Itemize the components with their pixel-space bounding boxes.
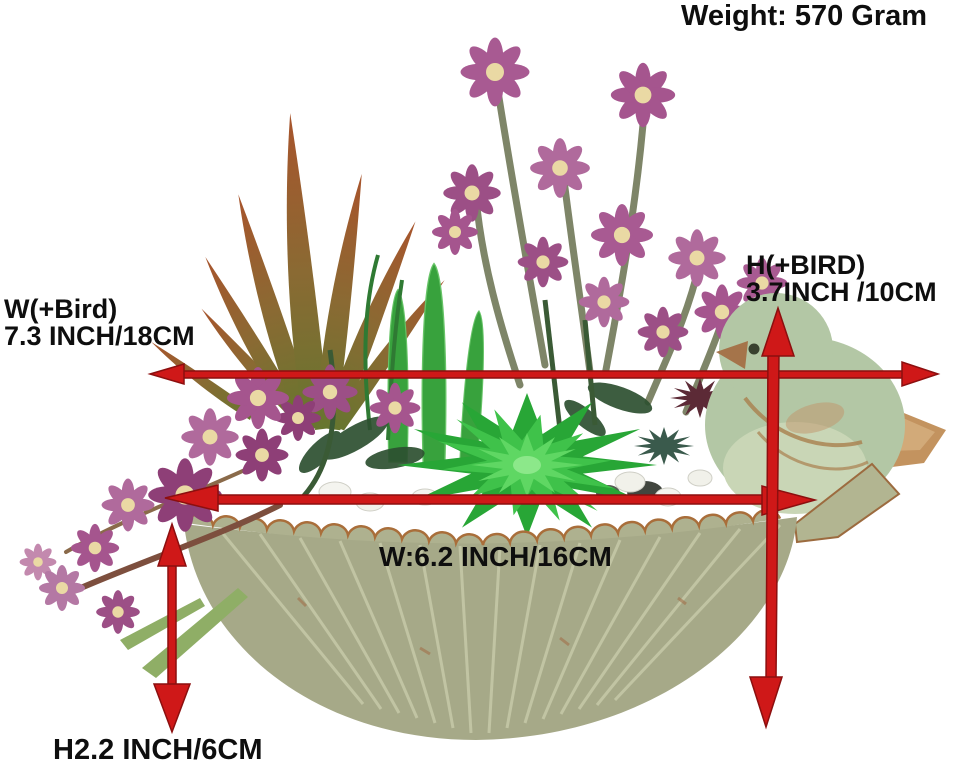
stray-leaf-blades (120, 588, 248, 678)
arrow-bowl-height (152, 521, 192, 735)
width-with-bird-label: W(+Bird) 7.3 INCH/18CM (4, 296, 195, 350)
bowl-height-label: H2.2 INCH/6CM (53, 734, 263, 766)
weight-label: Weight: 570 Gram (681, 0, 928, 32)
arrow-height-with-bird (748, 305, 796, 730)
height-with-bird-value: 3.7INCH /10CM (746, 277, 937, 307)
bowl-body (184, 517, 797, 740)
purple-flower-cluster-top (432, 37, 788, 358)
height-with-bird-title: H(+BIRD) (746, 250, 866, 280)
bowl-rust-speckles (296, 596, 687, 656)
echeveria-succulent (397, 390, 657, 540)
bird-figurine (705, 293, 946, 514)
ceramic-bowl (184, 462, 901, 740)
bowl-scallop-band (186, 510, 780, 545)
aloe-leaves (148, 111, 456, 436)
bird-eye (748, 343, 760, 355)
bowl-rim-trim (184, 508, 782, 548)
bird-wing-patch (785, 402, 845, 434)
bird-wing-line (743, 396, 863, 447)
bowl-ribs (218, 523, 782, 734)
height-with-bird-label: H(+BIRD) 3.7INCH /10CM (746, 252, 937, 306)
width-with-bird-value: 7.3 INCH/18CM (4, 321, 195, 351)
width-with-bird-title: W(+Bird) (4, 294, 118, 324)
bird-beak (716, 341, 748, 369)
arrow-width-with-bird (147, 360, 941, 388)
bowl-width-label: W:6.2 INCH/16CM (379, 541, 612, 572)
bowl-right-lip (793, 462, 901, 544)
